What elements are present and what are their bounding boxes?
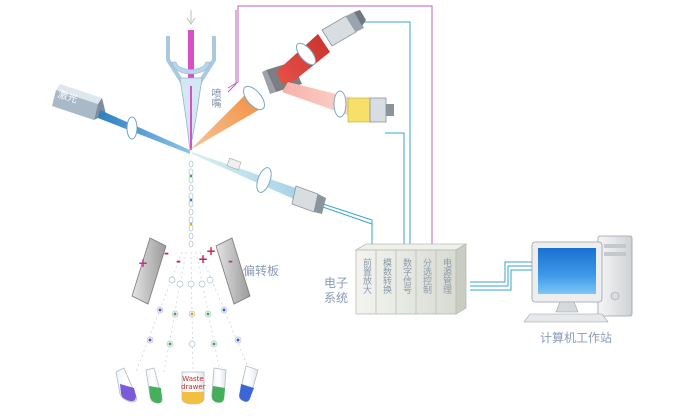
detector-2-icon [347,97,394,123]
signal-wires-magenta [227,5,433,250]
sorted-droplets [146,276,242,348]
minus-sign: - [164,246,169,260]
detector-3-icon [291,185,326,214]
signal-wires-cyan [319,21,540,291]
minus-sign: - [228,254,233,268]
collection-tube-3 [211,367,227,403]
computer-icon [523,235,633,323]
deflector-label: 偏转板 [243,264,280,278]
minus-sign: - [176,254,181,268]
plus-sign: + [198,252,209,266]
droplet-stream [188,160,194,248]
plus-sign: + [138,256,149,270]
laser-lens [126,116,138,140]
electronics-label: 电子系统 [324,276,349,305]
detector-1-icon [321,10,366,47]
module-label: 数字信号 [401,258,411,294]
nozzle-label: 喷嘴 [209,88,220,108]
fsc-lens [256,167,272,193]
collection-lens [243,85,265,111]
pink-lens [333,90,347,118]
workstation-label: 计算机工作站 [540,331,613,345]
side-scatter-beam [190,88,262,150]
module-label: 分选控制 [421,258,431,294]
deflector-plate-left [131,237,167,305]
electronics-cabinet [354,243,468,315]
waste-drawer-label: Waste drawer [181,375,206,391]
plus-sign: + [206,244,217,258]
red-lens [295,42,317,66]
module-label: 前置放大 [361,258,371,294]
collection-tube-1 [115,367,137,403]
collection-tube-2 [145,367,163,404]
laser-beam [98,110,190,154]
deflector-plate-right [215,237,251,305]
sorted-cells [148,308,240,346]
nozzle-icon [166,10,216,151]
module-label: 电源管理 [441,258,451,294]
collection-tube-4 [238,365,259,402]
waste-drawer [181,371,205,405]
droplet-cells [189,174,193,226]
module-label: 模数转换 [381,258,391,294]
beam-blocker [226,157,242,171]
forward-scatter-beam [192,152,296,200]
